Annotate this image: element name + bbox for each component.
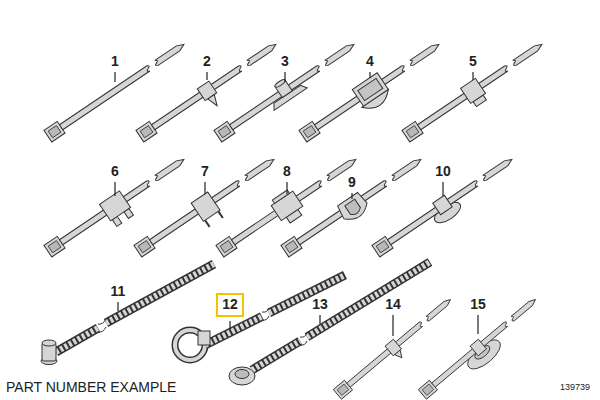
callout-number: 5 [469, 54, 477, 69]
callout-number: 15 [470, 297, 486, 312]
callout-number: 8 [283, 164, 291, 179]
tie-10 [371, 153, 520, 264]
tie-6 [42, 151, 194, 266]
caption-text: PART NUMBER EXAMPLE [6, 380, 176, 395]
tie-15 [418, 295, 547, 400]
tie-4 [297, 35, 449, 150]
callout-number: 3 [281, 54, 289, 69]
callout-number: 13 [312, 297, 328, 312]
tie-1 [44, 39, 188, 142]
tie-14 [333, 295, 459, 400]
callout-number: 14 [385, 297, 401, 312]
callout-number: 12 [222, 297, 238, 312]
tie-9 [280, 153, 428, 262]
callout-number: 2 [203, 54, 211, 69]
tie-13 [229, 262, 430, 385]
callout-number: 4 [366, 54, 374, 69]
callout-number: 1 [111, 54, 119, 69]
callout-number: 7 [201, 164, 209, 179]
highlight-box: 12 [216, 293, 244, 317]
callout-number: 6 [111, 164, 119, 179]
drawing-number: 139739 [560, 383, 590, 393]
tie-12 [175, 275, 345, 360]
tie-5 [401, 37, 550, 149]
tie-11 [41, 264, 214, 365]
tie-2 [136, 39, 286, 151]
parts [41, 35, 550, 400]
callout-number: 9 [348, 175, 356, 190]
tie-3 [212, 35, 360, 144]
tie-7 [132, 151, 285, 268]
callout-number: 11 [111, 284, 126, 299]
callout-number: 10 [435, 164, 451, 179]
leader-lines [115, 72, 478, 336]
